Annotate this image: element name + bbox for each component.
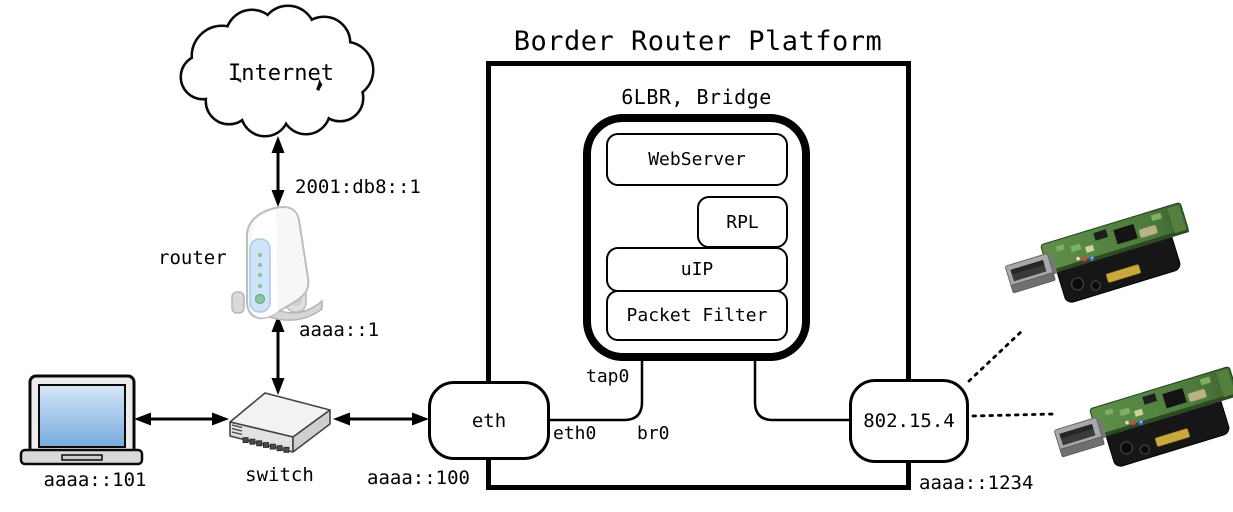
laptop-address-label: aaaa::101 [43, 469, 147, 491]
radio-connector-line [753, 356, 851, 422]
laptop-switch-arrow [134, 412, 229, 426]
platform-title: Border Router Platform [513, 26, 883, 57]
router-label: router [158, 247, 227, 269]
eth-node-label: eth [471, 409, 507, 432]
mote-link-1-dotted-line [967, 328, 1025, 383]
br0-label: br0 [637, 423, 670, 444]
eth0-label: eth0 [553, 423, 597, 444]
mote-link-2-dotted-line [971, 412, 1056, 418]
tap0-connector-line [548, 356, 644, 422]
eth-address-label: aaaa::100 [367, 467, 470, 489]
platform-box [486, 61, 911, 490]
laptop-icon [19, 374, 144, 466]
module-webserver: WebServer [606, 133, 788, 186]
tap0-label: tap0 [586, 366, 630, 387]
bridge-label: 6LBR, Bridge [621, 85, 772, 109]
module-packet-filter-label: Packet Filter [626, 305, 768, 326]
usb-radio-mote-1 [1001, 201, 1200, 319]
internet-label: Internet [228, 61, 334, 86]
internet-cloud-icon [179, 4, 375, 138]
module-webserver-label: WebServer [648, 149, 746, 170]
module-packet-filter: Packet Filter [606, 290, 788, 341]
router-device-icon [231, 205, 323, 321]
usb-radio-mote-2 [1050, 365, 1233, 483]
switch-label: switch [245, 464, 314, 486]
module-rpl: RPL [697, 196, 788, 248]
module-uip: uIP [606, 247, 788, 292]
module-rpl-label: RPL [726, 211, 759, 233]
lan-address-label: aaaa::1 [299, 319, 380, 341]
module-uip-label: uIP [680, 259, 714, 280]
wan-arrow [271, 136, 285, 207]
lan-arrow [271, 315, 285, 395]
ethernet-switch-icon [229, 392, 331, 453]
radio-node-label: 802.15.4 [863, 410, 955, 432]
switch-eth-arrow [333, 412, 429, 426]
radio-node: 802.15.4 [849, 379, 969, 463]
eth-node: eth [428, 381, 550, 460]
wan-address-label: 2001:db8::1 [295, 176, 421, 198]
radio-address-label: aaaa::1234 [919, 472, 1034, 494]
